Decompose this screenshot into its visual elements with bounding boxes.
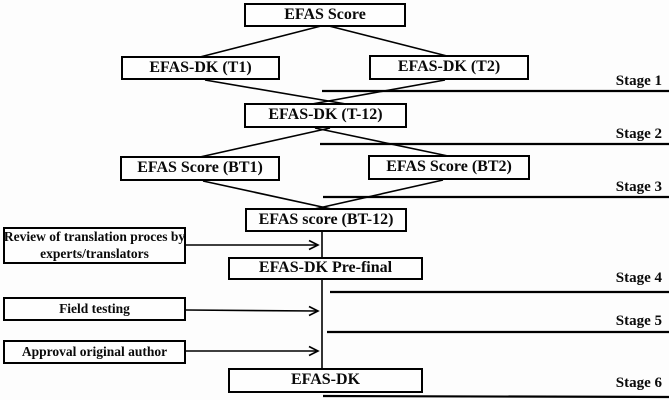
node-efas-dk-final: EFAS-DK	[228, 368, 423, 393]
node-efas-dk-t12: EFAS-DK (T-12)	[244, 103, 407, 128]
stage-label-3: Stage 3	[615, 179, 662, 195]
node-efas-score-bt12: EFAS score (BT-12)	[245, 208, 407, 232]
arrow-review	[186, 239, 320, 251]
edge-t1-to-t12	[204, 79, 347, 105]
stage-label-1: Stage 1	[615, 73, 662, 89]
node-efas-score-bt2: EFAS Score (BT2)	[368, 155, 530, 180]
stage-line-6	[322, 394, 669, 399]
node-review-translation: Review of translation proces by experts/…	[3, 227, 186, 264]
arrow-approval	[186, 345, 320, 357]
stage-label-5: Stage 5	[615, 313, 662, 329]
arrow-field-testing	[185, 305, 320, 317]
arrowhead-icon	[308, 239, 320, 251]
node-efas-score: EFAS Score	[244, 3, 406, 27]
stage-label-6: Stage 6	[615, 375, 662, 391]
node-efas-score-bt1: EFAS Score (BT1)	[120, 156, 280, 181]
edge-t12-to-bt2	[314, 127, 449, 157]
review-line-1: Review of translation proces by	[3, 228, 186, 244]
node-efas-dk-t1: EFAS-DK (T1)	[121, 56, 280, 80]
stage-label-4: Stage 4	[615, 270, 662, 286]
arrowhead-icon	[308, 305, 320, 317]
node-efas-dk-prefinal: EFAS-DK Pre-final	[228, 257, 423, 280]
review-line-2: experts/translators	[40, 245, 149, 261]
edge-bt1-to-bt12	[202, 180, 337, 211]
node-field-testing: Field testing	[3, 297, 186, 321]
edge-score-to-t1	[199, 25, 322, 58]
arrowhead-icon	[308, 345, 320, 357]
stage-label-2: Stage 2	[615, 126, 662, 142]
edge-t12-to-bt1	[199, 127, 331, 158]
node-approval-author: Approval original author	[3, 340, 186, 364]
edge-score-to-t2	[328, 25, 448, 57]
node-efas-dk-t2: EFAS-DK (T2)	[369, 55, 529, 80]
edge-bt2-to-bt12	[309, 179, 444, 211]
